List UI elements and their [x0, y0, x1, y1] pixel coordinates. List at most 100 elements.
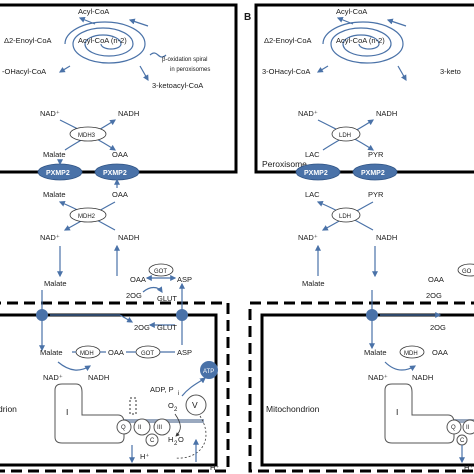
- oaa-label-a-mito: OAA: [108, 348, 124, 357]
- nadh-label-b-mito: NADH: [412, 373, 433, 382]
- malate-label-a-mito: Malate: [40, 348, 63, 357]
- complex-iii-a: [153, 418, 171, 436]
- mdh2-label: MDH2: [78, 214, 96, 220]
- nadh-label-a-top: NADH: [118, 109, 139, 118]
- c-carrier-a: [145, 433, 159, 447]
- proton-channel-a: [129, 397, 137, 415]
- ldh-label-b-cyt: LDH: [339, 214, 351, 220]
- complex-i-label-b: I: [396, 407, 398, 417]
- h2o-tail-a: O: [178, 435, 184, 444]
- pyr-label-b-perox: PYR: [368, 150, 384, 159]
- enoyl-coa-label-a: Δ2-Enoyl-CoA: [4, 36, 52, 45]
- nad-label-b-mito: NAD⁺: [368, 373, 388, 382]
- panel-b-label: B: [244, 12, 251, 23]
- adp-label-a: ADP, P: [150, 385, 174, 394]
- oaa-label-b-mito: OAA: [432, 348, 448, 357]
- pxmp2-transporter-b-right: [352, 163, 398, 181]
- beta-oxidation-note-line2: in peroxisomes: [170, 67, 210, 73]
- beta-oxidation-spiral-b: [316, 16, 407, 82]
- nadh-label-a-cyt: NADH: [118, 233, 139, 242]
- o2-sub-a: 2: [174, 407, 178, 413]
- nad-label-b-cyt: NAD⁺: [298, 233, 318, 242]
- glut-label-a-cyt: GLUT: [157, 294, 177, 303]
- oaa-label-b-cyt: OAA: [428, 275, 444, 284]
- pxmp2-label-a-right: PXMP2: [103, 170, 127, 177]
- enoyl-coa-label-b: Δ2-Enoyl-CoA: [264, 36, 312, 45]
- pyr-label-b-cyt: PYR: [368, 190, 384, 199]
- malate-label-b-cyt: Malate: [302, 279, 325, 288]
- note-bracket-a: [149, 52, 167, 58]
- nad-label-a-top: NAD⁺: [40, 109, 60, 118]
- mdh3-label: MDH3: [78, 133, 96, 139]
- o2-label-a: O: [168, 401, 174, 410]
- acyl-coa-label-a: Acyl-CoA: [78, 7, 109, 16]
- beta-oxidation-note-line1: β-oxidation spiral: [162, 57, 207, 63]
- oaa-label-a-cyt-top: OAA: [112, 190, 128, 199]
- 2og-label-b-cyt: 2OG: [426, 291, 442, 300]
- mdh2-enzyme-oval: [69, 207, 107, 223]
- oaa-label-a-perox: OAA: [112, 150, 128, 159]
- complex-i-a: [54, 383, 125, 444]
- mdh-label-b-mito: MDH: [404, 351, 418, 357]
- mitochondrion-label-a: drion: [0, 404, 17, 414]
- mdh-label-a-mito: MDH: [80, 351, 94, 357]
- nad-label-b-top: NAD⁺: [298, 109, 318, 118]
- ldh-enzyme-oval-b-cyt: [331, 207, 361, 223]
- acyl-coa-n2-label-b: Acyl-CoA (n-2): [336, 36, 385, 45]
- hplus-label-a-right: H⁺: [210, 463, 219, 472]
- complex-i-b: [384, 383, 455, 444]
- beta-oxidation-spiral-a: [58, 16, 149, 82]
- malate-label-a-cyt-top: Malate: [43, 190, 66, 199]
- mitochondrion-outer-membrane-a: [0, 301, 230, 473]
- asp-label-a-mito: ASP: [177, 348, 192, 357]
- 2og-label-a-cyt: 2OG: [126, 291, 142, 300]
- panel-b: B Acyl-CoA Δ2-Enoyl-CoA Acyl-CoA (n-2) 3…: [244, 3, 474, 473]
- oaa-label-a-cyt: OAA: [130, 275, 146, 284]
- complex-v-label-a: V: [192, 400, 198, 410]
- panel-a: Acyl-CoA Δ2-Enoyl-CoA Acyl-CoA (n-2) -OH…: [0, 3, 238, 473]
- pxmp2-label-b-right: PXMP2: [361, 170, 385, 177]
- acyl-coa-label-b: Acyl-CoA: [336, 7, 367, 16]
- q-label-a: Q: [121, 425, 126, 431]
- h2o-label-a: H: [168, 435, 173, 444]
- ketoacyl-coa-label-a: 3-ketoacyl-CoA: [152, 81, 203, 90]
- 2og-label-b-mito: 2OG: [430, 323, 446, 332]
- peroxisome-label-b: Peroxisome: [262, 159, 307, 169]
- malate-label-a-perox: Malate: [43, 150, 66, 159]
- complex-ii-label-a: II: [138, 425, 142, 431]
- inner-membrane-strip-b: [454, 419, 474, 423]
- ldh-enzyme-oval-b-top: [331, 126, 361, 142]
- pxmp2-label-b-left: PXMP2: [304, 170, 328, 177]
- complex-ii-b: [462, 419, 474, 435]
- glut-label-a-mito: GLUT: [157, 323, 177, 332]
- nad-label-a-cyt: NAD⁺: [40, 233, 60, 242]
- malate-label-a-cyt: Malate: [44, 279, 67, 288]
- complex-ii-a: [133, 418, 151, 436]
- pxmp2-transporter-b-left: [295, 163, 341, 181]
- q-carrier-a: [116, 419, 132, 435]
- acyl-coa-n2-label-a: Acyl-CoA (n-2): [78, 36, 127, 45]
- complex-v-a: [185, 394, 207, 416]
- malate-label-b-mito: Malate: [364, 348, 387, 357]
- nadh-label-b-top: NADH: [376, 109, 397, 118]
- complex-iii-label-a: III: [157, 425, 162, 431]
- pxmp2-label-a-left: PXMP2: [46, 170, 70, 177]
- lac-label-b-cyt: LAC: [305, 190, 320, 199]
- ohacyl-coa-label-b: 3-OHacyl-CoA: [262, 67, 310, 76]
- ldh-label-b-top: LDH: [339, 133, 351, 139]
- c-label-a: C: [150, 438, 155, 444]
- ketoacyl-coa-label-b: 3-keto: [440, 67, 461, 76]
- nad-label-a-mito: NAD⁺: [43, 373, 63, 382]
- mdh3-enzyme-oval: [69, 126, 107, 142]
- c-label-b: C: [460, 438, 465, 444]
- 2og-label-a-mito: 2OG: [134, 323, 150, 332]
- h2o-sub-a: 2: [174, 441, 178, 447]
- q-carrier-b: [446, 419, 462, 435]
- lac-label-b-perox: LAC: [305, 150, 320, 159]
- got-label-a-mito: GOT: [141, 351, 154, 357]
- atp-label-a: ATP: [203, 369, 214, 375]
- nadh-label-a-mito: NADH: [88, 373, 109, 382]
- hplus-label-a-left: H⁺: [140, 452, 149, 461]
- mitochondrion-label-b: Mitochondrion: [266, 404, 320, 414]
